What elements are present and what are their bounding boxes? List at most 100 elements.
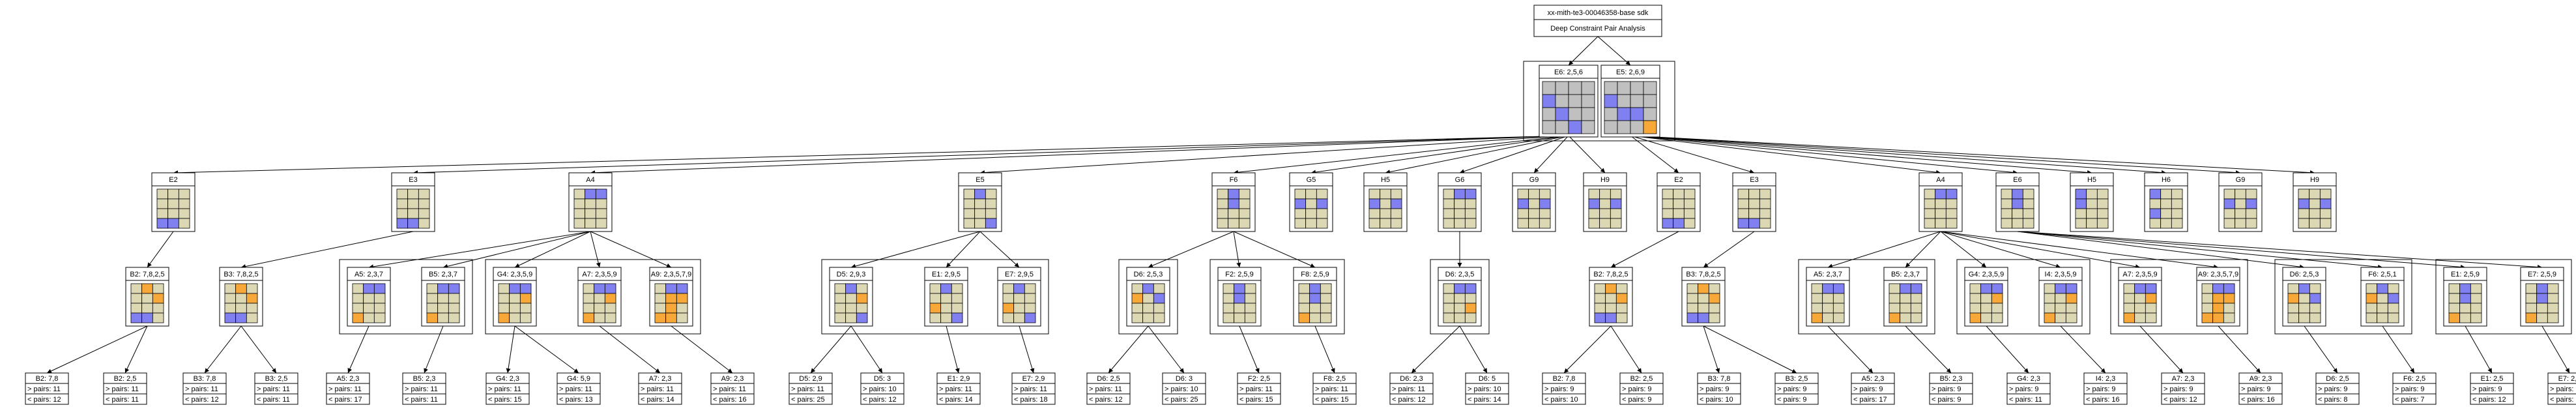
leaf-label: D6: 2,5	[1097, 375, 1120, 383]
grid-cell	[1454, 198, 1466, 209]
leaf-greater-pairs: > pairs: 9	[2009, 385, 2039, 393]
grid-cell	[1683, 208, 1696, 219]
grid-cell	[2086, 208, 2098, 219]
leaf-less-pairs: < pairs: 15	[488, 396, 522, 404]
sibling-group-frame	[2110, 259, 2248, 335]
leaf-label: D6: 2,3	[1400, 375, 1423, 383]
leaf-less-pairs: < pairs: 12	[863, 396, 897, 404]
grid-cell	[2245, 208, 2257, 219]
grid-cell	[1686, 293, 1699, 304]
grid-cell	[1013, 293, 1025, 304]
grid-cell	[2223, 198, 2236, 209]
tree-edge	[1986, 325, 2029, 374]
node-label: F2: 2,5,9	[1225, 271, 1253, 278]
tree-edge	[671, 325, 733, 374]
tree-edge	[599, 325, 661, 374]
grid-cell	[1238, 188, 1251, 200]
grid-cell	[1002, 303, 1015, 314]
grid-cell	[1604, 107, 1618, 121]
grid-cell	[1935, 208, 1946, 219]
grid-cell	[1935, 198, 1946, 209]
grid-cell	[1390, 208, 1402, 219]
tree-edge	[810, 325, 852, 374]
leaf-box	[485, 372, 530, 405]
grid-cell	[407, 188, 419, 200]
grid-cell	[2044, 293, 2056, 304]
tree-edge	[1411, 325, 1460, 374]
grid-cell	[1991, 283, 2003, 294]
grid-cell	[2536, 303, 2548, 314]
grid-cell	[2235, 218, 2246, 229]
grid-cell	[2134, 293, 2146, 304]
grid-cell	[1464, 283, 1477, 294]
grid-cell	[1464, 218, 1477, 229]
leaf-less-pairs: < pairs: 15	[1315, 396, 1349, 404]
grid-cell	[1822, 293, 1834, 304]
leaf-node: G4: 5,9> pairs: 11< pairs: 13	[557, 372, 601, 405]
grid-cell	[2525, 312, 2538, 323]
grid-cell	[1673, 198, 1685, 209]
tree-edge	[1314, 325, 1335, 374]
grid-cell	[1238, 198, 1251, 209]
grid-cell	[1464, 293, 1477, 304]
grid-cell	[2044, 312, 2056, 323]
grid-cell	[974, 188, 986, 200]
grid-cell	[373, 303, 386, 314]
grid-cell	[2223, 293, 2235, 304]
level2-node: E7: 2,5,9	[2520, 267, 2564, 327]
grid-cell	[1131, 312, 1144, 323]
grid-cell	[2287, 283, 2300, 294]
leaf-box	[25, 372, 69, 405]
grid-cell	[352, 283, 364, 294]
grid-cell	[1662, 208, 1674, 219]
tree-edge	[240, 231, 414, 269]
leaf-greater-pairs: > pairs: 11	[1392, 385, 1425, 393]
grid-cell	[2470, 312, 2482, 323]
root-node-2: E5: 2,6,9	[1600, 65, 1660, 138]
grid-cell	[1454, 312, 1466, 323]
grid-cell	[2022, 208, 2034, 219]
grid-cell	[509, 312, 521, 323]
tree-edge	[1597, 36, 1631, 66]
grid-cell	[1443, 283, 1455, 294]
leaf-less-pairs: < pairs: 12	[2164, 396, 2197, 404]
grid-cell	[1889, 283, 1901, 294]
leaf-box	[2392, 372, 2437, 405]
grid-cell	[1294, 218, 1307, 229]
level2-node: A9: 2,3,5,7,9	[2196, 267, 2240, 327]
root-group-frame	[1523, 61, 1675, 142]
grid-cell	[1217, 218, 1229, 229]
grid-cell	[519, 312, 532, 323]
tree-edge	[1533, 135, 1569, 173]
grid-cell	[426, 312, 439, 323]
grid-cell	[2022, 218, 2034, 229]
grid-cell	[856, 293, 868, 304]
grid-cell	[1599, 198, 1611, 209]
leaf-node: B3: 7,8> pairs: 9< pairs: 10	[1697, 372, 1741, 405]
leaf-label: F2: 2,5	[1248, 375, 1270, 383]
grid-cell	[1900, 312, 1911, 323]
grid-cell	[2171, 218, 2183, 229]
grid-cell	[156, 188, 169, 200]
grid-cell	[2149, 208, 2162, 219]
grid-cell	[1588, 198, 1600, 209]
grid-cell	[1390, 218, 1402, 229]
grid-cell	[1924, 198, 1936, 209]
grid-cell	[1605, 312, 1617, 323]
grid-cell	[448, 303, 460, 314]
grid-cell	[2319, 208, 2332, 219]
grid-cell	[426, 283, 439, 294]
leaf-greater-pairs: > pairs: 9	[1853, 385, 1883, 393]
leaf-less-pairs: < pairs: 16	[713, 396, 747, 404]
grid-cell	[2044, 303, 2056, 314]
leaf-less-pairs: < pairs: 11	[405, 396, 438, 404]
grid-cell	[1443, 188, 1455, 200]
leaf-label: B3: 7,8	[1708, 375, 1731, 383]
grid-cell	[1316, 208, 1328, 219]
grid-cell	[2086, 188, 2098, 200]
tree-edge	[1148, 325, 1185, 374]
level2-node: D6: 2,3,5	[1438, 267, 1482, 327]
grid-cell	[2123, 303, 2135, 314]
node-label: E1: 2,9,5	[932, 271, 961, 278]
grid-cell	[2298, 283, 2310, 294]
